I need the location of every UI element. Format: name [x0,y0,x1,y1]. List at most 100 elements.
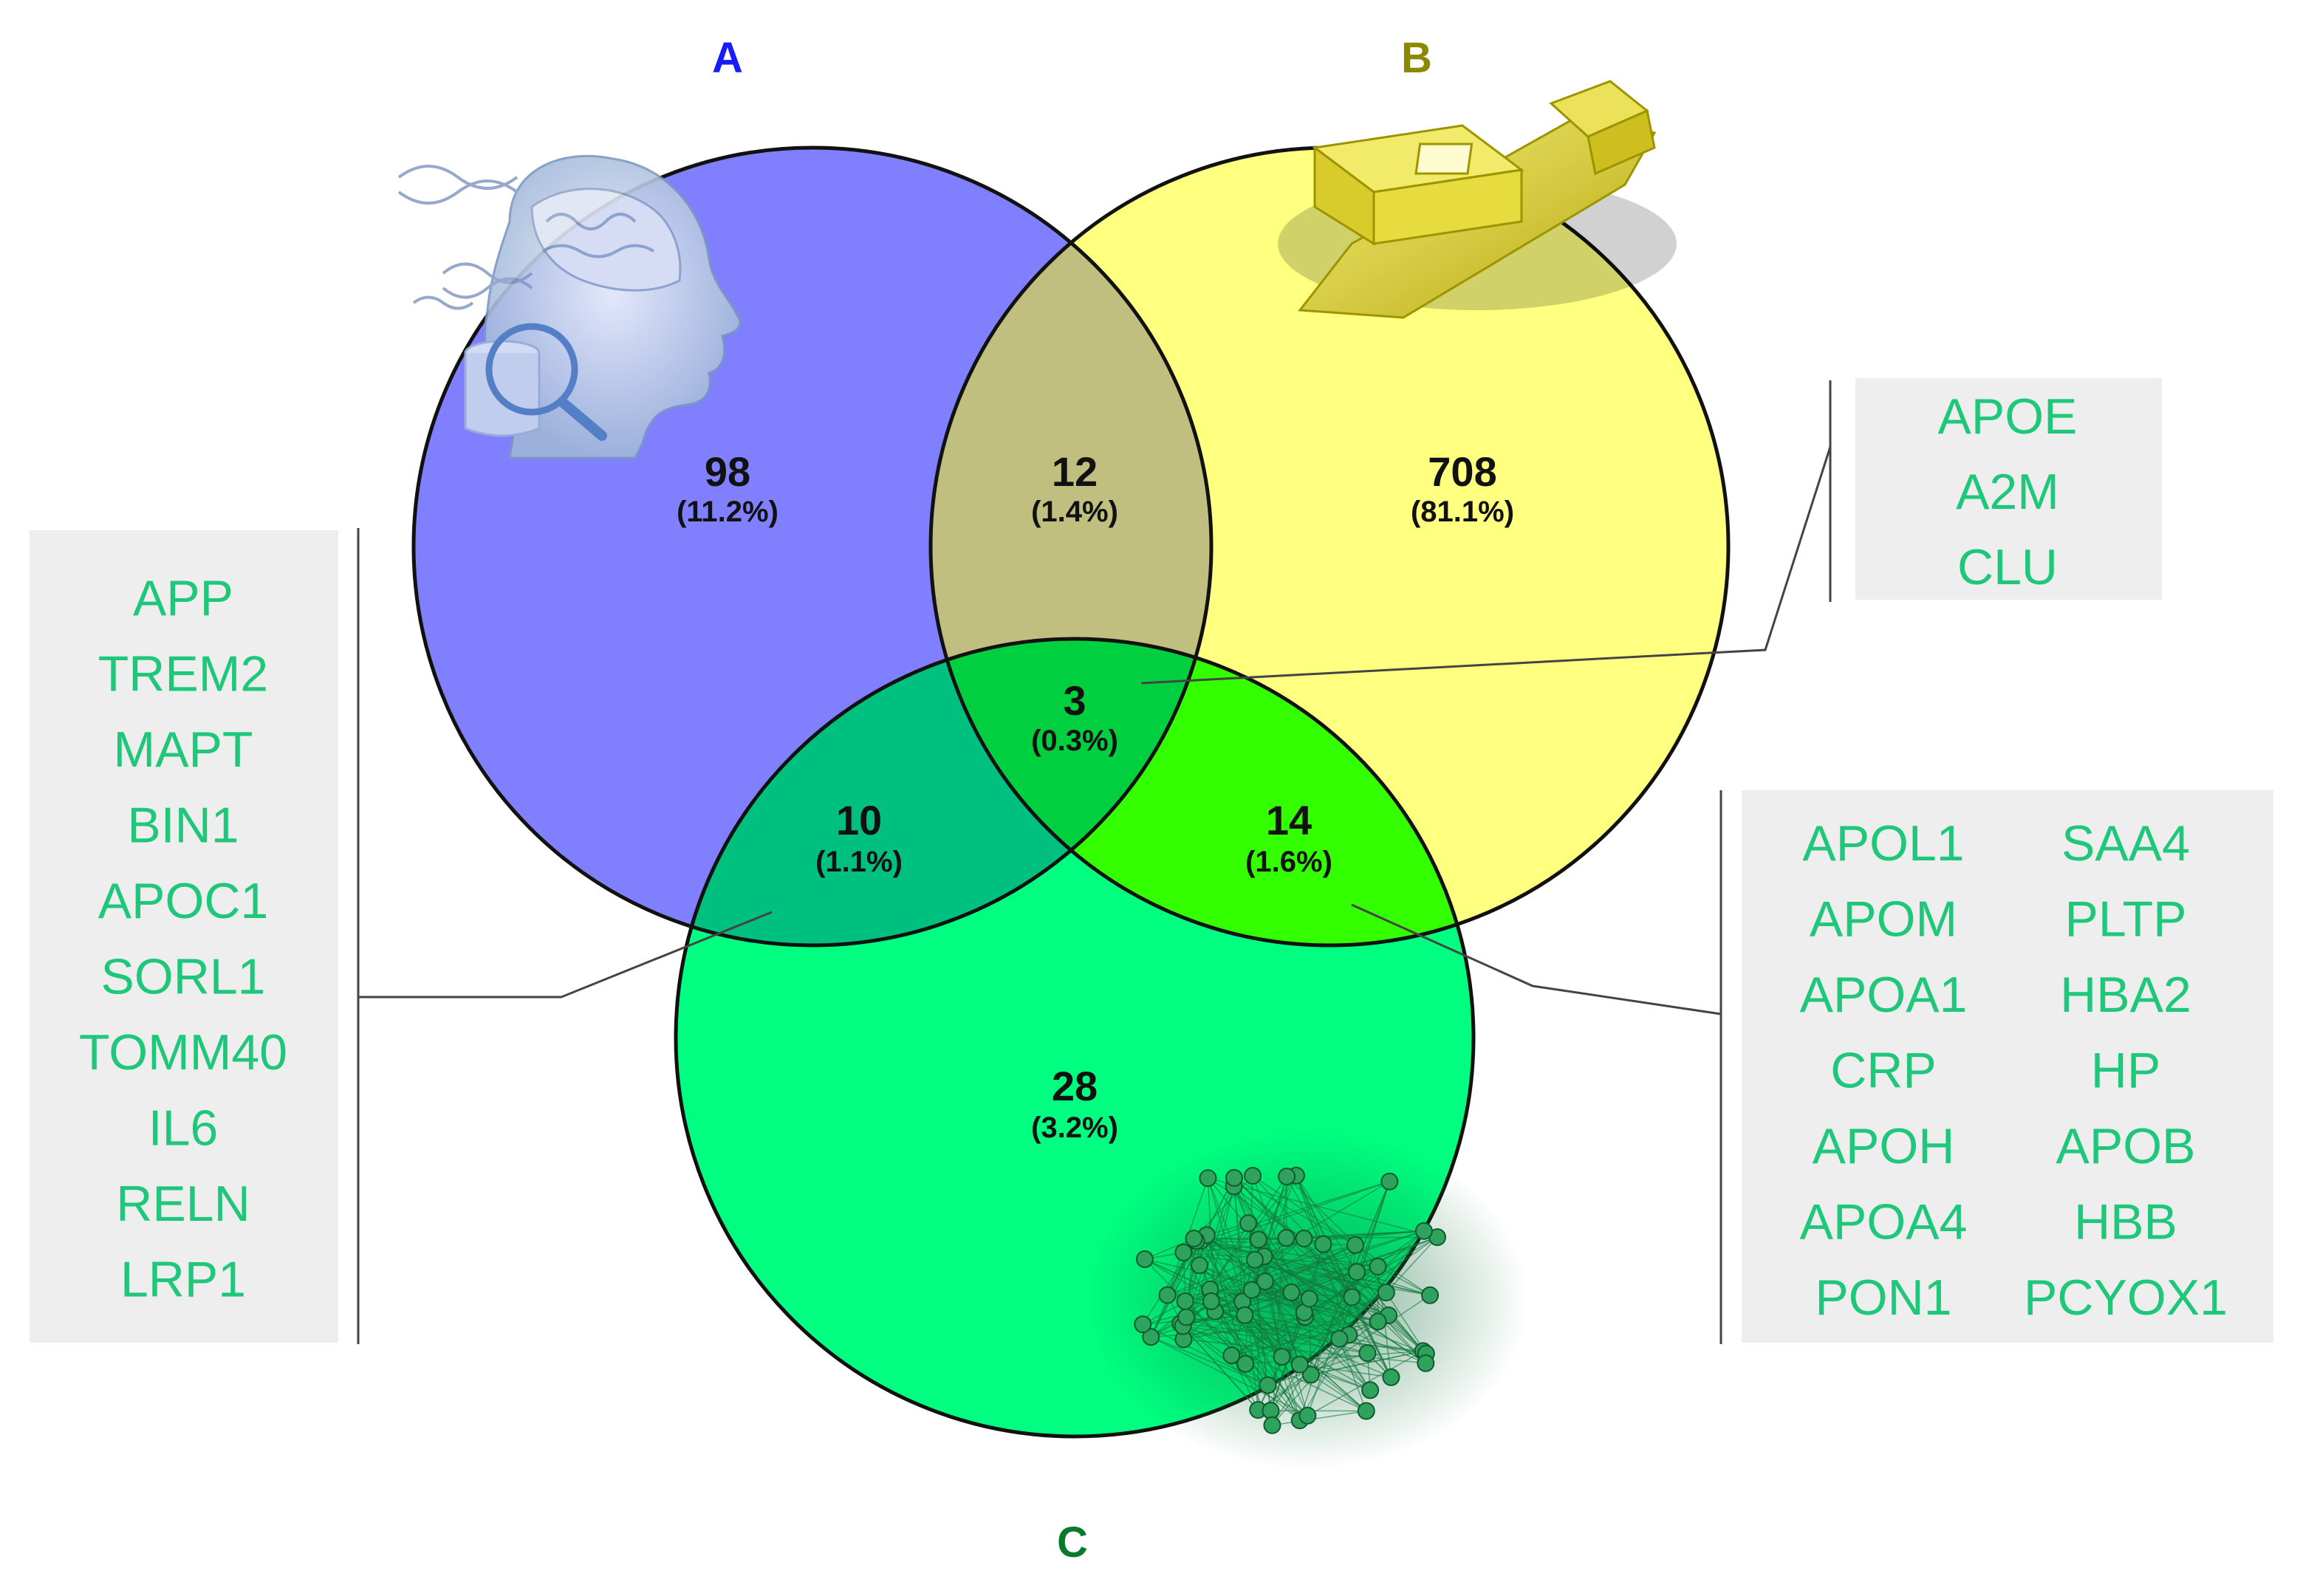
gene-label: SORL1 [101,949,266,1005]
network-edge [1244,1315,1283,1357]
network-edge [1233,1177,1427,1354]
network-edge [1183,1326,1301,1421]
network-node [1262,1402,1280,1420]
network-edge [1257,1321,1379,1411]
network-edge [1291,1292,1352,1298]
gene-label: BIN1 [127,798,239,854]
gene-label: APOB [2056,1118,2196,1174]
gene-label: APOA4 [1800,1194,1968,1250]
network-edge [1206,1234,1371,1391]
network-edge [1183,1259,1256,1327]
set-label-a: A [712,34,743,82]
network-node [1202,1292,1220,1310]
region-ac-count: 10 [836,797,882,843]
network-edge [1296,1175,1358,1273]
gene-label: IL6 [148,1100,219,1157]
network-edge [1142,1238,1304,1325]
network-edge [1310,1350,1423,1376]
network-node [1347,1263,1366,1281]
network-edge [1206,1235,1247,1364]
network-node [1185,1230,1203,1248]
network-node [1369,1312,1387,1331]
region-abc-pct: (0.3%) [1031,725,1118,757]
region-labels: 98 (11.2%) 12 (1.4%) 708 (81.1%) 3 (0.3%… [677,448,1514,1144]
gene-box-ac-bg [30,530,338,1343]
network-node [1361,1381,1380,1400]
region-ac-pct: (1.1%) [815,846,903,878]
gene-label: CLU [1957,539,2058,595]
gene-label: APOL1 [1802,815,1964,871]
network-edge [1142,1323,1268,1386]
network-node [1191,1256,1209,1275]
region-ab-count: 12 [1052,448,1098,495]
region-bc-count: 14 [1266,797,1312,843]
network-node [1176,1292,1194,1310]
network-edge [1322,1244,1427,1354]
network-edge [1150,1177,1235,1338]
network-node [1301,1366,1320,1384]
network-edge [1299,1363,1392,1378]
network-node [1263,1416,1281,1434]
gene-label: RELN [116,1176,250,1232]
brain-dna-search-icon [397,154,742,459]
network-node [1369,1257,1387,1275]
network-node [1346,1236,1364,1254]
set-label-c: C [1057,1518,1088,1566]
gene-label: APOC1 [98,873,269,929]
network-edge [1144,1258,1371,1391]
network-edge [1183,1316,1306,1340]
network-node [1295,1230,1313,1248]
lab-analyzer-icon [1278,80,1677,319]
network-edge [1150,1336,1308,1417]
network-node [1277,1229,1296,1247]
gene-label: APOA1 [1800,967,1968,1023]
network-edge [1254,1259,1371,1391]
network-edge [1186,1316,1426,1354]
network-edge [1208,1177,1304,1239]
region-c-only-pct: (3.2%) [1031,1112,1118,1144]
network-edge [1242,1301,1367,1412]
network-node [1343,1288,1361,1306]
network-node [1199,1169,1217,1188]
circle-a-outline [411,145,1214,948]
network-edge [1211,1301,1301,1421]
network-edge [1338,1338,1371,1391]
network-edge [1207,1178,1269,1386]
gene-label: HBA2 [2060,967,2191,1023]
network-node [1225,1168,1243,1187]
network-edge [1245,1176,1253,1364]
region-b-only-count: 708 [1428,448,1496,495]
gene-label: APP [133,570,233,626]
network-edge [1194,1236,1438,1239]
gene-label: APOE [1938,388,2078,445]
network-edge [1251,1289,1378,1323]
connector-ac [358,911,773,999]
network-edge [1233,1177,1426,1364]
network-node [1380,1172,1399,1191]
region-ac [676,639,1211,945]
network-node [1134,1315,1152,1334]
network-edge [1231,1321,1378,1356]
region-a-only-pct: (11.2%) [677,496,778,528]
network-edge [1185,1230,1425,1302]
network-node [1357,1402,1375,1420]
network-node [1382,1368,1400,1386]
region-bc [931,639,1474,945]
gene-label: A2M [1956,464,2059,520]
network-edge [1207,1177,1301,1421]
network-edge [1299,1334,1349,1421]
network-node [1174,1243,1193,1261]
connector-bc [1351,903,1722,1016]
network-node [1135,1250,1154,1268]
network-node [1256,1273,1274,1291]
callout-connectors [357,380,1832,1344]
gene-label: PLTP [2064,891,2186,948]
gene-label: PCYOX1 [2024,1270,2228,1326]
network-node [1421,1286,1440,1304]
region-abc-count: 3 [1063,677,1086,724]
network-edge [1377,1266,1431,1296]
network-node [1142,1328,1160,1346]
network-edge [1231,1354,1259,1411]
region-bc-pct: (1.6%) [1245,846,1332,878]
